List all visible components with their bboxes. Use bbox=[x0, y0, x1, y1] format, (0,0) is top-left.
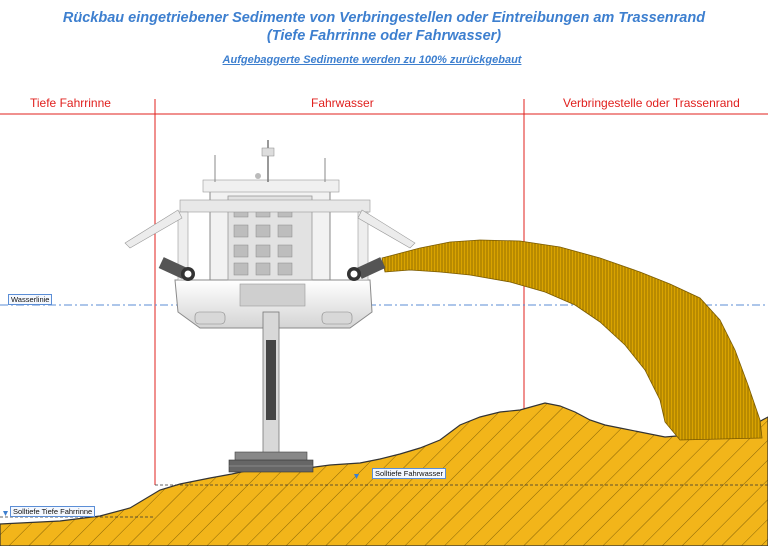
solltiefe-fahrrinne-marker bbox=[3, 511, 8, 516]
subtitle: Aufgebaggerte Sedimente werden zu 100% z… bbox=[222, 54, 522, 66]
solltiefe-fahrrinne-label: Solltiefe Tiefe Fahrrinne bbox=[10, 506, 96, 517]
dredging-ship bbox=[124, 140, 416, 473]
waterline-label: Wasserlinie bbox=[8, 294, 53, 305]
zone-label-tiefe-fahrrinne: Tiefe Fahrrinne bbox=[30, 96, 111, 110]
title-line-1: Rückbau eingetriebener Sedimente von Ver… bbox=[62, 10, 706, 26]
zone-label-fahrwasser: Fahrwasser bbox=[311, 96, 374, 110]
title-line-2: (Tiefe Fahrrinne oder Fahrwasser) bbox=[266, 28, 502, 44]
sediment-spray bbox=[381, 239, 763, 441]
zone-label-verbringestelle: Verbringestelle oder Trassenrand bbox=[563, 96, 740, 110]
solltiefe-fahrwasser-label: Solltiefe Fahrwasser bbox=[372, 468, 446, 479]
solltiefe-fahrwasser-marker bbox=[354, 474, 359, 479]
